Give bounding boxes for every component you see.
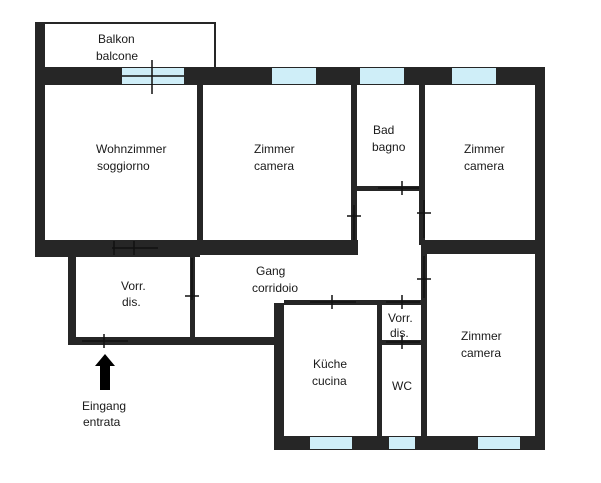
- room-bottom-right-label-de: Zimmer: [461, 329, 502, 343]
- entrance-label-it: entrata: [83, 415, 121, 429]
- wall-bath-room-right: [419, 85, 425, 245]
- kitchen-label-de: Küche: [313, 357, 347, 371]
- doors: [82, 60, 431, 349]
- left-wall-entry: [68, 252, 76, 345]
- living-label-de: Wohnzimmer: [96, 142, 166, 156]
- room-top-mid-label-it: camera: [254, 159, 294, 173]
- balcony-top-line: [35, 22, 216, 24]
- window-room-top-mid: [272, 68, 316, 84]
- bottom-wall: [274, 436, 545, 450]
- wc-label: WC: [392, 379, 412, 393]
- room-top-right-label-de: Zimmer: [464, 142, 505, 156]
- entrance-label-de: Eingang: [82, 399, 126, 413]
- small-hall-label-it: dis.: [390, 326, 409, 340]
- room-bottom-right-label-it: camera: [461, 346, 501, 360]
- top-wall: [35, 67, 545, 85]
- balcony-label-de: Balkon: [98, 32, 135, 46]
- wall-room-right-bottom: [425, 240, 540, 254]
- bath-label-it: bagno: [372, 140, 406, 154]
- window-kitchen: [310, 437, 352, 449]
- wall-room-mid-bath: [351, 85, 357, 245]
- kitchen-label-it: cucina: [312, 374, 347, 388]
- entry-hall-label-it: dis.: [122, 295, 141, 309]
- window-room-top-right: [452, 68, 496, 84]
- entry-hall-label-de: Vorr.: [121, 279, 146, 293]
- balcony-right-line: [214, 22, 216, 70]
- left-wall-living: [35, 67, 45, 257]
- window-bath: [360, 68, 404, 84]
- kitchen-left-wall: [274, 303, 284, 450]
- balcony-label-it: balcone: [96, 49, 138, 63]
- corridor-label-it: corridoio: [252, 281, 298, 295]
- balcony: [35, 22, 216, 70]
- wall-room-mid-bottom: [160, 240, 358, 255]
- window-wc: [389, 437, 415, 449]
- wall-kitchen-wc: [377, 305, 382, 440]
- window-room-bottom-right: [478, 437, 520, 449]
- right-wall-lower: [535, 240, 545, 450]
- wall-right-rooms-vertical: [421, 240, 427, 450]
- entrance-arrow-icon: [95, 354, 115, 390]
- bottom-wall-entry: [68, 337, 280, 345]
- room-top-mid-label-de: Zimmer: [254, 142, 295, 156]
- wall-living-room-mid: [197, 85, 203, 245]
- room-top-right-label-it: camera: [464, 159, 504, 173]
- corridor-label-de: Gang: [256, 264, 285, 278]
- right-wall-upper: [535, 67, 545, 257]
- small-hall-label-de: Vorr.: [388, 311, 413, 325]
- living-label-it: soggiorno: [97, 159, 150, 173]
- bath-label-de: Bad: [373, 123, 394, 137]
- balcony-left-wall: [35, 22, 45, 70]
